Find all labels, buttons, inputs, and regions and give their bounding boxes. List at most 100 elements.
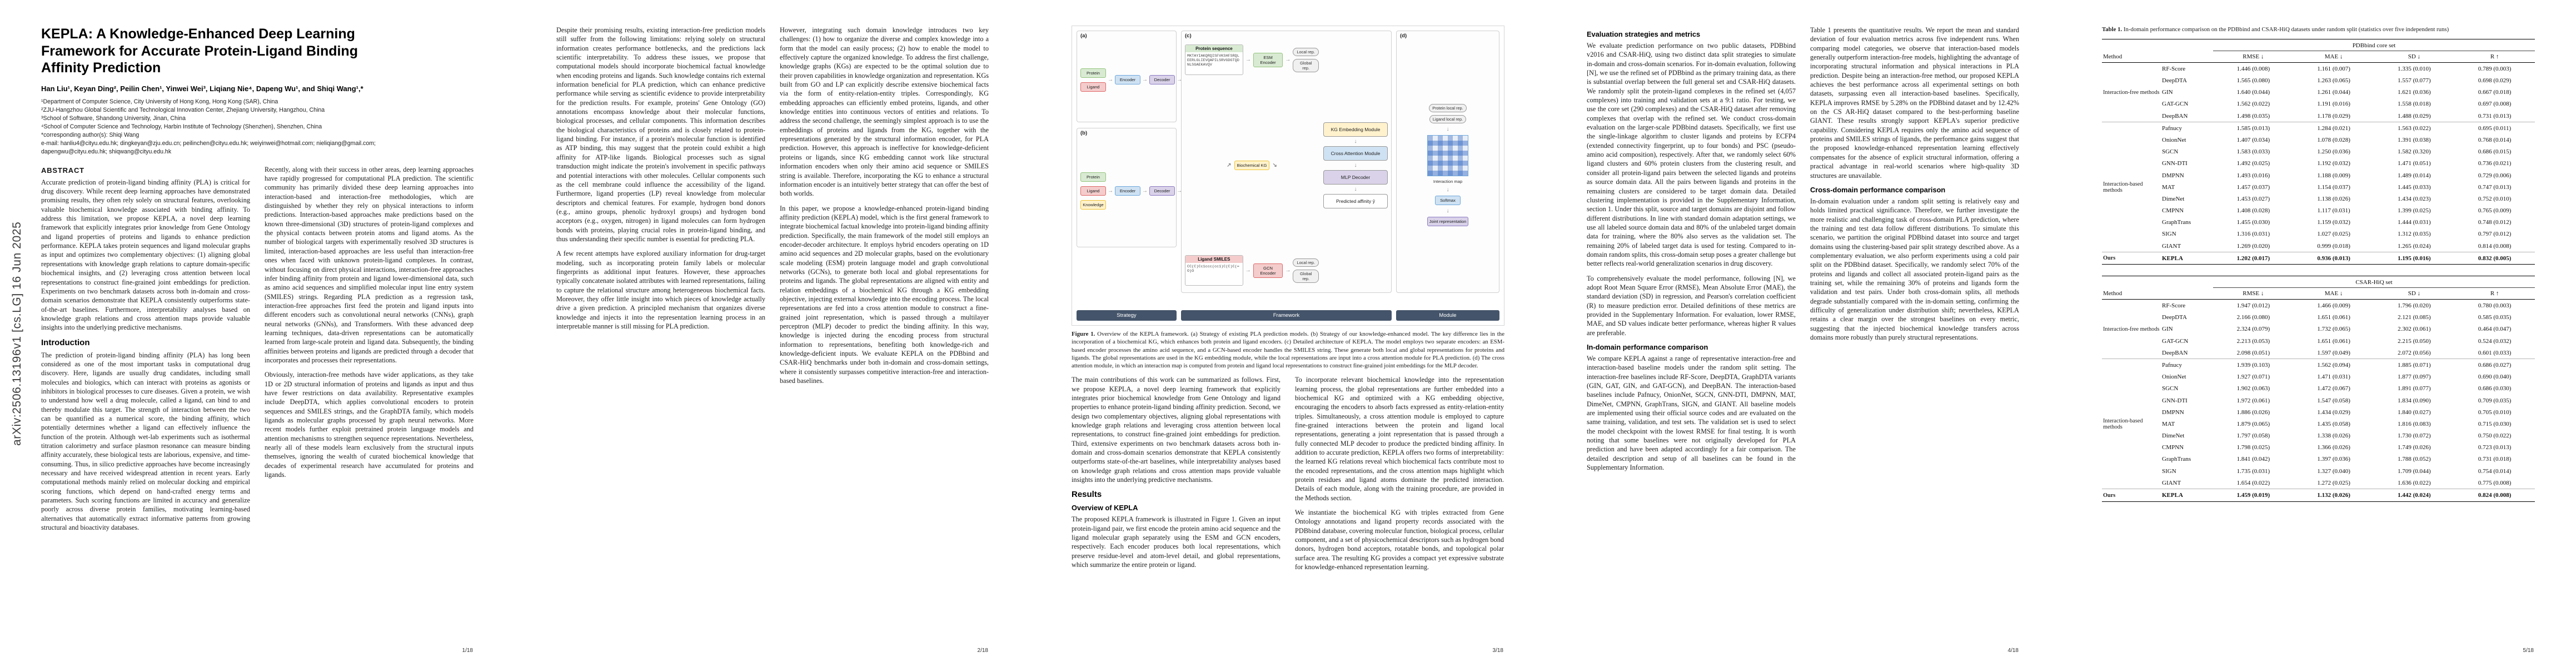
rmse-cell: 2.166 (0.080): [2236, 314, 2270, 321]
protein-global-rep-chip: Global rep.: [1293, 58, 1319, 72]
affiliation-line: ²ZJU-Hangzhou Global Scientific and Tech…: [41, 106, 325, 113]
page2-columns: Despite their promising results, existin…: [556, 26, 989, 631]
group-label: Ours: [2103, 255, 2116, 262]
module-tab-label: Module: [1396, 310, 1499, 321]
rmse-cell: 2.098 (0.051): [2236, 349, 2270, 356]
table-row: MAT 1.457 (0.037) 1.154 (0.037) 1.445 (0…: [2162, 181, 2535, 193]
table-row: GNN-DTI 1.492 (0.025) 1.192 (0.032) 1.47…: [2162, 158, 2535, 170]
paragraph: A few recent attempts have explored auxi…: [556, 250, 765, 330]
mae-cell: 1.178 (0.029): [2317, 112, 2350, 120]
r-cell: 0.780 (0.003): [2478, 302, 2512, 310]
r-cell: 0.690 (0.040): [2478, 374, 2512, 381]
sd-cell: 1.489 (0.014): [2398, 172, 2431, 179]
sd-cell: 1.434 (0.023): [2398, 195, 2431, 202]
protein-input-card: Protein sequence MKTAYIAKQRQISFVKSHFSRQL…: [1185, 44, 1243, 75]
mlp-decoder-node: MLP Decoder: [1323, 170, 1388, 185]
paragraph: We compare KEPLA against a range of repr…: [1587, 355, 1796, 472]
r-cell: 0.748 (0.012): [2478, 219, 2512, 226]
figure-1: (a) Protein Ligand → Encoder → Decoder →…: [1072, 26, 1504, 326]
ligand-input-card: Ligand SMILES CC(C)Cc1ccc(cc1)C(C)C(=O)O: [1185, 255, 1243, 286]
protein-sequence-text: MKTAYIAKQRQISFVKSHFSRQLEERLGLIEVQAPILSRV…: [1187, 54, 1239, 67]
mae-cell: 1.472 (0.067): [2317, 385, 2350, 392]
mae-cell: 1.284 (0.021): [2317, 125, 2350, 132]
rmse-cell: 1.939 (0.103): [2236, 361, 2270, 369]
rmse-cell: 1.459 (0.019): [2236, 492, 2270, 499]
method-group: Interaction-based methods Pafnucy 1.585 …: [2102, 122, 2535, 252]
method-name-cell: GAT-GCN: [2162, 101, 2189, 108]
method-name-cell: DeepBAN: [2162, 112, 2188, 120]
panel-a-tag: (a): [1080, 33, 1087, 39]
affiliation-line: ³School of Software, Shandong University…: [41, 115, 186, 122]
metric-header: RMSE ↓: [2243, 53, 2264, 61]
corresponding-author-line: *corresponding author(s): Shiqi Wang: [41, 131, 139, 138]
table-row: Pafnucy 1.585 (0.013) 1.284 (0.021) 1.56…: [2162, 122, 2535, 134]
email-line: e-mail: hanliu4@cityu.edu.hk; dingkeyan@…: [41, 140, 376, 155]
table-row: CMPNN 1.408 (0.028) 1.117 (0.031) 1.399 …: [2162, 205, 2535, 217]
mae-cell: 1.732 (0.065): [2317, 326, 2350, 333]
rmse-cell: 1.493 (0.016): [2236, 172, 2270, 179]
method-name-cell: DMPNN: [2162, 409, 2184, 416]
r-cell: 0.667 (0.018): [2478, 89, 2512, 96]
mae-cell: 1.161 (0.007): [2317, 65, 2350, 72]
r-cell: 0.731 (0.013): [2478, 112, 2512, 120]
page-1: arXiv:2506.13196v1 [cs.LG] 16 Jun 2025 K…: [0, 0, 515, 667]
page3-right-column: To incorporate relevant biochemical know…: [1295, 375, 1504, 626]
arrow-icon: →: [1108, 77, 1113, 83]
figure-caption-text: Overview of the KEPLA framework. (a) Str…: [1072, 331, 1504, 369]
figure-module-column: (d) Protein local rep. Ligand local rep.…: [1396, 31, 1499, 321]
paragraph: The main contributions of this work can …: [1072, 376, 1280, 484]
sd-cell: 1.877 (0.097): [2398, 374, 2431, 381]
table-row: OnionNet 1.407 (0.034) 1.078 (0.028) 1.3…: [2162, 134, 2535, 146]
paper-header: KEPLA: A Knowledge-Enhanced Deep Learnin…: [41, 26, 474, 156]
page-number: 1/18: [462, 648, 473, 654]
paragraph: In this paper, we propose a knowledge-en…: [780, 204, 989, 385]
protein-local-rep-chip: Local rep.: [1293, 47, 1319, 56]
r-cell: 0.709 (0.035): [2478, 397, 2512, 404]
table-row: Pafnucy 1.939 (0.103) 1.562 (0.094) 1.88…: [2162, 359, 2535, 371]
sd-cell: 1.445 (0.033): [2398, 183, 2431, 191]
table-row: MAT 1.879 (0.065) 1.435 (0.058) 1.816 (0…: [2162, 418, 2535, 430]
page2-left-column: Despite their promising results, existin…: [556, 26, 765, 631]
panel-c-tag: (c): [1185, 33, 1192, 39]
sd-cell: 1.471 (0.051): [2398, 160, 2431, 167]
overview-heading: Overview of KEPLA: [1072, 504, 1138, 512]
table-row: RF-Score 1.446 (0.008) 1.161 (0.007) 1.3…: [2162, 63, 2535, 74]
table-row: GIN 1.640 (0.044) 1.261 (0.044) 1.621 (0…: [2162, 87, 2535, 98]
method-name-cell: OnionNet: [2162, 374, 2186, 381]
figure-caption-label: Figure 1.: [1072, 331, 1095, 337]
mae-cell: 1.434 (0.029): [2317, 409, 2350, 416]
page2-right-column: However, integrating such domain knowled…: [780, 26, 989, 631]
paper-title: KEPLA: A Knowledge-Enhanced Deep Learnin…: [41, 26, 358, 76]
group-rows: KEPLA 1.202 (0.017) 0.936 (0.013) 1.195 …: [2162, 252, 2535, 264]
arrow-icon: ↓: [1354, 162, 1357, 168]
mae-cell: 1.562 (0.094): [2317, 361, 2350, 369]
method-group: Interaction-free methods RF-Score 1.446 …: [2102, 63, 2535, 122]
esm-encoder-node: ESM Encoder: [1253, 52, 1283, 67]
r-cell: 0.789 (0.003): [2478, 65, 2512, 72]
mae-cell: 0.999 (0.018): [2317, 242, 2350, 250]
page4-columns: Evaluation strategies and metrics We eva…: [1587, 26, 2020, 631]
mae-cell: 1.027 (0.025): [2317, 231, 2350, 238]
banner-spacer: [2102, 41, 2213, 51]
r-cell: 0.715 (0.030): [2478, 420, 2512, 427]
paragraph: Recently, along with their success in ot…: [265, 165, 474, 364]
rmse-cell: 2.213 (0.053): [2236, 337, 2270, 345]
method-name-cell: GAT-GCN: [2162, 337, 2189, 345]
rmse-cell: 1.585 (0.013): [2236, 125, 2270, 132]
rmse-cell: 1.565 (0.080): [2236, 77, 2270, 84]
page-number: 4/18: [2007, 648, 2019, 654]
protein-node: Protein: [1080, 172, 1106, 182]
rmse-cell: 1.654 (0.022): [2236, 479, 2270, 486]
mae-cell: 1.435 (0.058): [2317, 420, 2350, 427]
joint-representation-node: Joint representation: [1427, 217, 1469, 226]
rmse-cell: 1.735 (0.031): [2236, 467, 2270, 475]
r-cell: 0.754 (0.014): [2478, 467, 2512, 475]
r-cell: 0.747 (0.013): [2478, 183, 2512, 191]
sd-cell: 2.215 (0.050): [2398, 337, 2431, 345]
table-row: GAT-GCN 2.213 (0.053) 1.651 (0.061) 2.21…: [2162, 335, 2535, 347]
mae-cell: 1.138 (0.026): [2317, 195, 2350, 202]
arrow-icon: ↓: [1446, 126, 1449, 132]
method-name-cell: DimeNet: [2162, 432, 2185, 440]
method-name-cell: GIN: [2162, 89, 2173, 96]
